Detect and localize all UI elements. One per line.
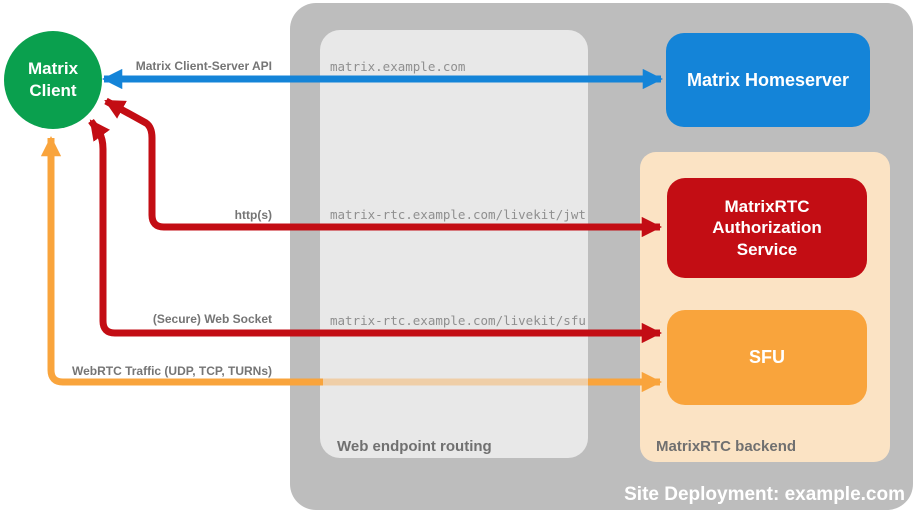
- webrtc-arrow-client-segment: [40, 135, 323, 386]
- matrix-client-label: Matrix Client: [27, 58, 79, 100]
- web-endpoint-routing-title: Web endpoint routing: [337, 438, 492, 455]
- matrix-homeserver-label: Matrix Homeserver: [686, 69, 850, 90]
- endpoint-livekit-jwt: matrix-rtc.example.com/livekit/jwt: [330, 207, 586, 222]
- http-arrow-label: http(s): [234, 208, 272, 222]
- matrix-client-node: Matrix Client: [4, 31, 102, 129]
- authorization-service-label: MatrixRTC Authorization Service: [712, 197, 822, 259]
- endpoint-livekit-sfu: matrix-rtc.example.com/livekit/sfu: [330, 313, 586, 328]
- webrtc-arrow-label: WebRTC Traffic (UDP, TCP, TURNs): [71, 364, 272, 378]
- client-server-api-arrow-label: Matrix Client-Server API: [135, 59, 272, 73]
- site-deployment-title: Site Deployment: example.com: [624, 484, 905, 505]
- websocket-arrow-label: (Secure) Web Socket: [152, 312, 272, 326]
- web-endpoint-routing-zone: [320, 30, 588, 458]
- matrix-homeserver-node: Matrix Homeserver: [666, 33, 870, 127]
- matrixrtc-backend-title: MatrixRTC backend: [656, 438, 797, 455]
- sfu-label: SFU: [749, 347, 785, 367]
- endpoint-matrix-domain: matrix.example.com: [330, 59, 466, 74]
- matrixrtc-authorization-service-node: MatrixRTC Authorization Service: [667, 178, 867, 278]
- sfu-node: SFU: [667, 310, 867, 405]
